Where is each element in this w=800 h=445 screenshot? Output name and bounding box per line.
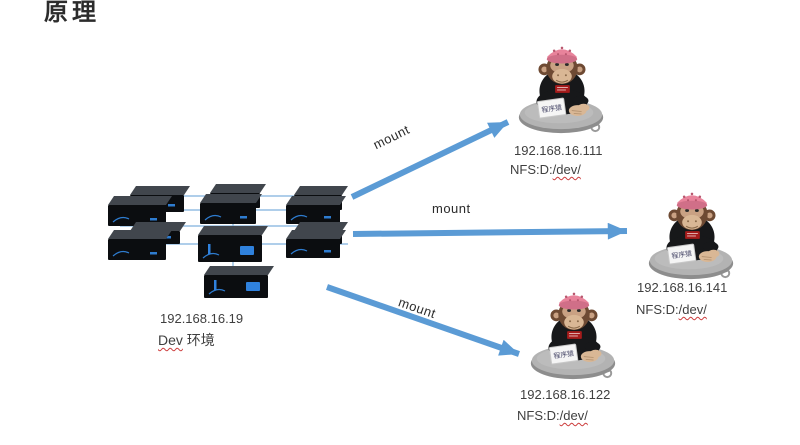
client3-nfs-prefix: NFS:D: bbox=[517, 408, 560, 423]
mount-label-3: mount bbox=[396, 294, 438, 322]
page-title: 原理 bbox=[44, 0, 100, 26]
programmer-monkey-illustration-3 bbox=[524, 286, 622, 384]
cluster-ip-label: 192.168.16.19 bbox=[160, 311, 244, 326]
programmer-monkey-illustration-1 bbox=[512, 40, 610, 138]
cluster-server-boxes bbox=[108, 184, 348, 298]
client1-nfs-label: NFS:D:/dev/ bbox=[510, 162, 581, 177]
client2-nfs-path: /dev/ bbox=[678, 302, 707, 317]
client3-nfs-path: /dev/ bbox=[559, 408, 588, 423]
cluster-env-cn: 环境 bbox=[186, 332, 215, 348]
cluster-env-label: Dev 环境 bbox=[158, 330, 215, 350]
server-cluster-illustration bbox=[108, 184, 348, 298]
client1-nfs-path: /dev/ bbox=[552, 162, 581, 177]
mount-label-1: mount bbox=[370, 121, 413, 153]
cluster-env-en: Dev bbox=[158, 332, 183, 348]
programmer-monkey-illustration-2 bbox=[642, 186, 740, 284]
client3-nfs-label: NFS:D:/dev/ bbox=[517, 408, 588, 423]
client1-ip-label: 192.168.16.111 bbox=[514, 143, 603, 158]
mount-label-2: mount bbox=[432, 201, 471, 216]
mount-arrow-2 bbox=[352, 222, 628, 240]
mount-arrow-1 bbox=[350, 119, 510, 200]
client2-nfs-prefix: NFS:D: bbox=[636, 302, 679, 317]
client2-nfs-label: NFS:D:/dev/ bbox=[636, 302, 707, 317]
client1-nfs-prefix: NFS:D: bbox=[510, 162, 553, 177]
client2-ip-label: 192.168.16.141 bbox=[637, 280, 728, 295]
client3-ip-label: 192.168.16.122 bbox=[520, 387, 611, 402]
